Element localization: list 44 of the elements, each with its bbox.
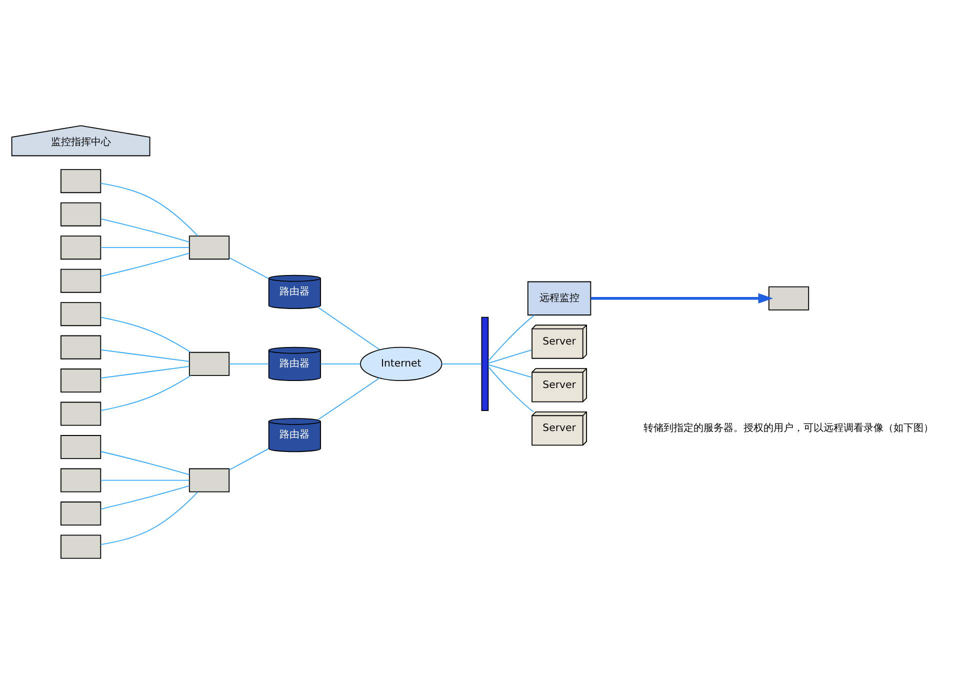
node-box [188,468,230,492]
node-box [60,368,102,393]
node-box [60,169,102,194]
connector [100,218,190,242]
arrow [590,293,774,304]
node-ellipse: Internet [360,346,442,382]
node-box [768,286,810,310]
connector [100,252,190,277]
connector [100,247,190,248]
node-box [60,435,102,460]
node-box [60,302,102,326]
connector [100,480,190,481]
connector [442,363,482,364]
node-box [60,468,102,492]
connector [100,349,190,362]
node-box [60,202,102,226]
connector [318,307,380,350]
connector [488,314,535,362]
node-box [188,352,230,376]
node-box [60,335,102,360]
node-bar [481,316,489,412]
connector [318,378,380,420]
node-box [60,268,102,293]
node-box [60,402,102,426]
connector [228,448,269,470]
connector [100,366,190,379]
connector [488,366,534,412]
connector [320,363,361,364]
connector [100,316,192,353]
connector [100,485,190,510]
connector [228,257,269,279]
connector [488,349,532,364]
node-box [188,236,230,260]
connector [100,182,198,236]
connector [100,491,198,545]
node-box [60,534,102,559]
connector [488,364,532,378]
label: 转储到指定的服务器。授权的用户，可以远程调看录像（如下图） [644,423,934,434]
connector [100,375,192,412]
connector [228,363,269,364]
node-box [60,236,102,260]
node-box [60,502,102,526]
node-box: 远程监控 [527,281,592,316]
connector [100,451,190,476]
